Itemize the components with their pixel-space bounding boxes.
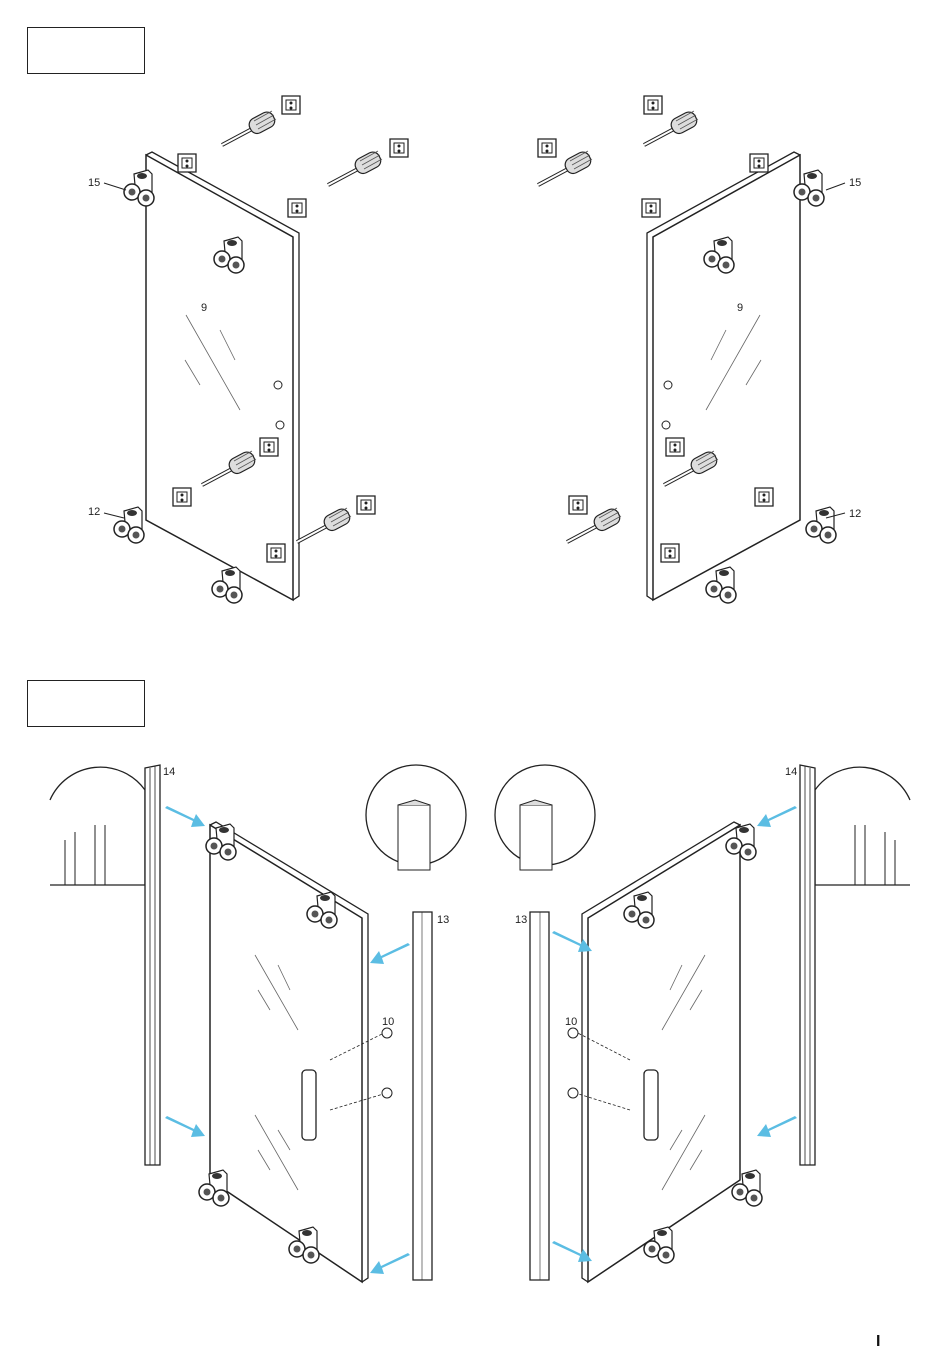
label-roller-bottom: 12: [88, 506, 100, 518]
step2-right-profile: [494, 764, 596, 1281]
step1-right-panel: [646, 151, 801, 602]
label-handle-screw: 10: [565, 1016, 577, 1028]
roller-icon: [705, 566, 737, 604]
clip-icon: [749, 153, 769, 173]
label-handle-screw: 10: [382, 1016, 394, 1028]
screwdriver-icon: [642, 107, 702, 147]
arrow-icon: [370, 943, 410, 964]
step2-left-panel: [209, 821, 393, 1284]
label-glass: 9: [737, 302, 743, 314]
step2-right-panel: [567, 821, 741, 1284]
roller-icon: [123, 169, 155, 207]
clip-icon: [177, 153, 197, 173]
arrow-icon: [757, 1116, 797, 1137]
arrow-icon: [165, 806, 205, 827]
screwdriver-icon: [220, 107, 280, 147]
cover-icon: [568, 495, 588, 515]
step2-left-seal: [49, 764, 161, 1166]
step2-right-seal: [799, 764, 911, 1166]
clip-icon: [287, 198, 307, 218]
clip-icon: [266, 543, 286, 563]
handle-icon: [643, 1069, 659, 1141]
clip-icon: [660, 543, 680, 563]
cover-icon: [281, 95, 301, 115]
label-seal: 14: [163, 766, 175, 778]
cover-icon: [389, 138, 409, 158]
clip-icon: [172, 487, 192, 507]
label-roller-top: 15: [88, 177, 100, 189]
step1-left-panel: [145, 151, 300, 602]
cover-icon: [356, 495, 376, 515]
roller-icon: [113, 506, 145, 544]
step-1-box: [27, 27, 145, 74]
arrow-icon: [370, 1253, 410, 1274]
step2-left-profile: [365, 764, 467, 1281]
handle-icon: [301, 1069, 317, 1141]
cover-icon: [259, 437, 279, 457]
page-number: I: [876, 1333, 881, 1350]
cover-icon: [643, 95, 663, 115]
roller-icon: [211, 566, 243, 604]
label-roller-bottom: 12: [849, 508, 861, 520]
label-profile: 13: [515, 914, 527, 926]
cover-icon: [665, 437, 685, 457]
label-profile: 13: [437, 914, 449, 926]
clip-icon: [754, 487, 774, 507]
arrow-icon: [165, 1116, 205, 1137]
clip-icon: [641, 198, 661, 218]
label-glass: 9: [201, 302, 207, 314]
label-seal: 14: [785, 766, 797, 778]
roller-icon: [198, 1169, 230, 1207]
step-2-box: [27, 680, 145, 727]
screwdriver-icon: [326, 147, 386, 187]
cover-icon: [537, 138, 557, 158]
arrow-icon: [552, 931, 592, 952]
arrow-icon: [757, 806, 797, 827]
roller-icon: [805, 506, 837, 544]
screwdriver-icon: [295, 504, 355, 544]
arrow-icon: [552, 1241, 592, 1262]
label-roller-top: 15: [849, 177, 861, 189]
